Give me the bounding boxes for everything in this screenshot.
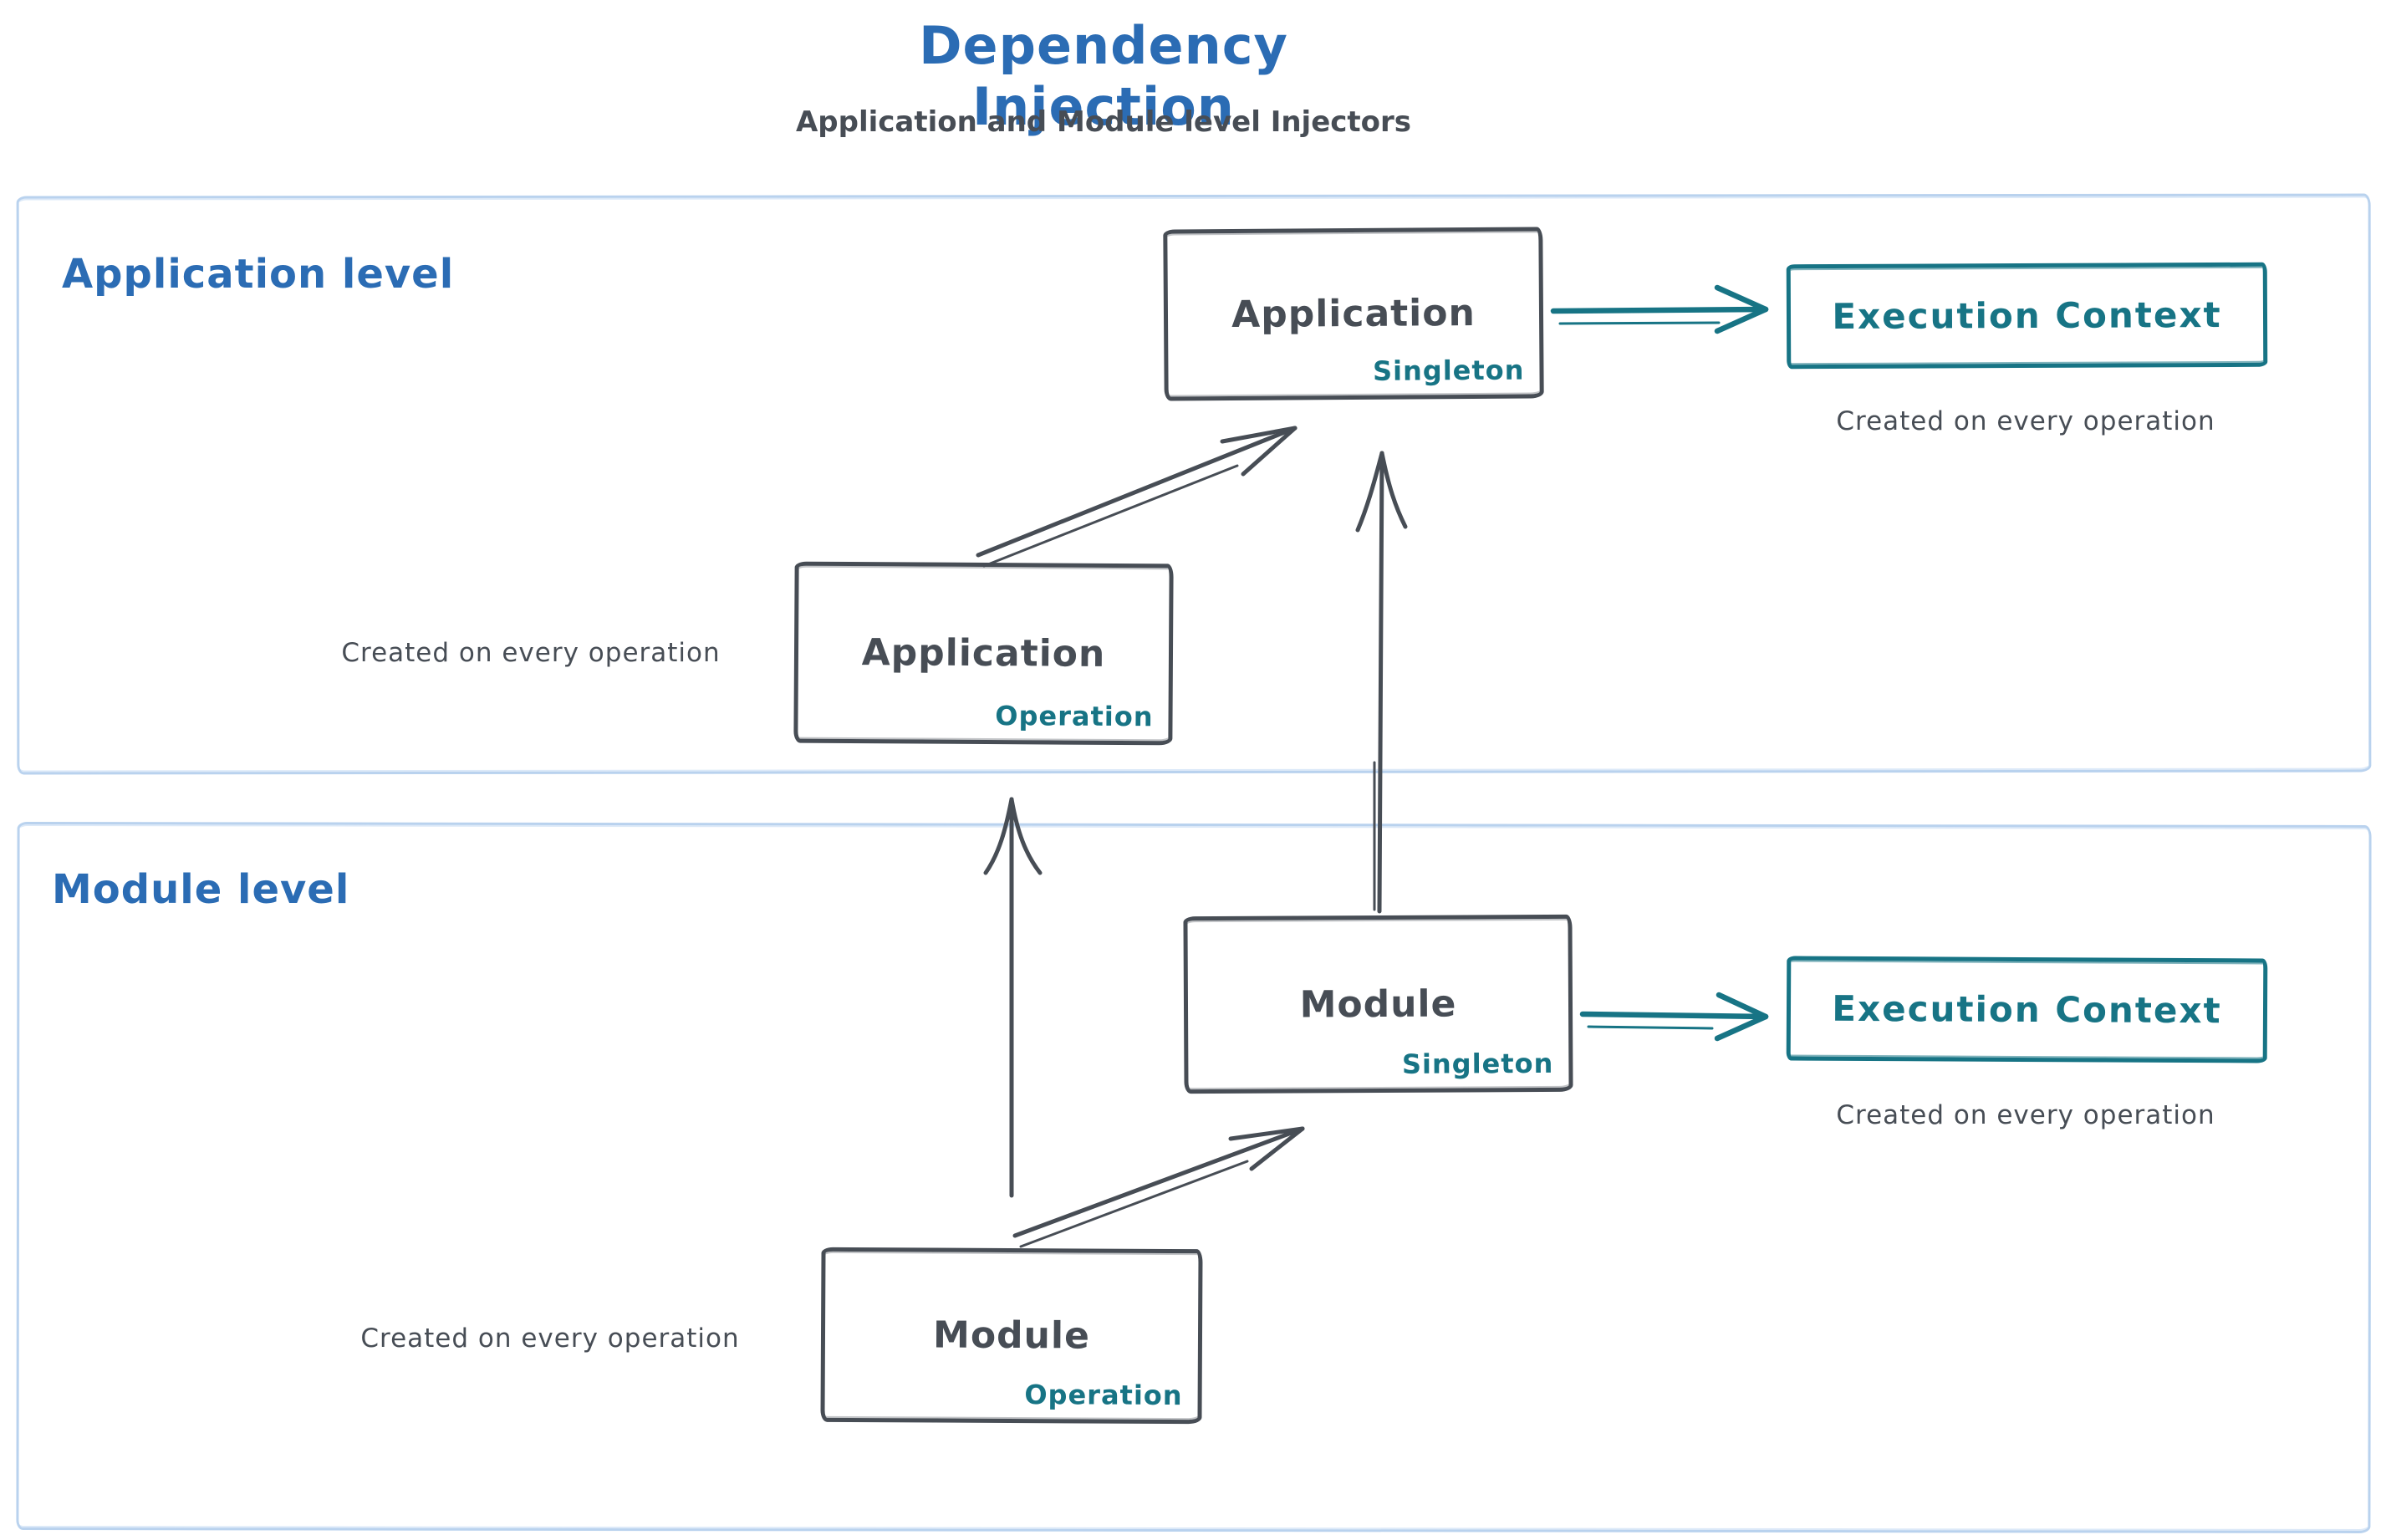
node-module-singleton: Module Singleton <box>1183 914 1573 1094</box>
caption-application-operation: Created on every operation <box>341 638 721 668</box>
node-title: Application <box>1231 291 1476 337</box>
node-title: Module <box>1299 982 1457 1026</box>
node-application-execution-context: Execution Context <box>1786 262 2268 370</box>
node-scope-badge: Operation <box>1024 1379 1183 1412</box>
diagram-subtitle: Application and Module level Injectors <box>795 105 1412 139</box>
node-application-singleton: Application Singleton <box>1163 227 1544 401</box>
module-level-label: Module level <box>52 866 350 913</box>
caption-module-execution-context: Created on every operation <box>1836 1100 2215 1130</box>
execution-context-label: Execution Context <box>1832 987 2222 1032</box>
diagram-title: Dependency Injection <box>919 15 1288 137</box>
node-scope-badge: Operation <box>995 700 1154 733</box>
node-module-operation: Module Operation <box>820 1247 1203 1425</box>
node-application-operation: Application Operation <box>793 561 1174 746</box>
caption-application-execution-context: Created on every operation <box>1836 406 2215 436</box>
node-scope-badge: Singleton <box>1372 354 1525 387</box>
execution-context-label: Execution Context <box>1832 293 2222 338</box>
node-title: Application <box>861 631 1106 676</box>
application-level-label: Application level <box>62 251 455 298</box>
node-scope-badge: Singleton <box>1401 1047 1554 1080</box>
node-module-execution-context: Execution Context <box>1786 956 2268 1063</box>
node-title: Module <box>932 1313 1091 1358</box>
caption-module-operation: Created on every operation <box>360 1323 740 1354</box>
